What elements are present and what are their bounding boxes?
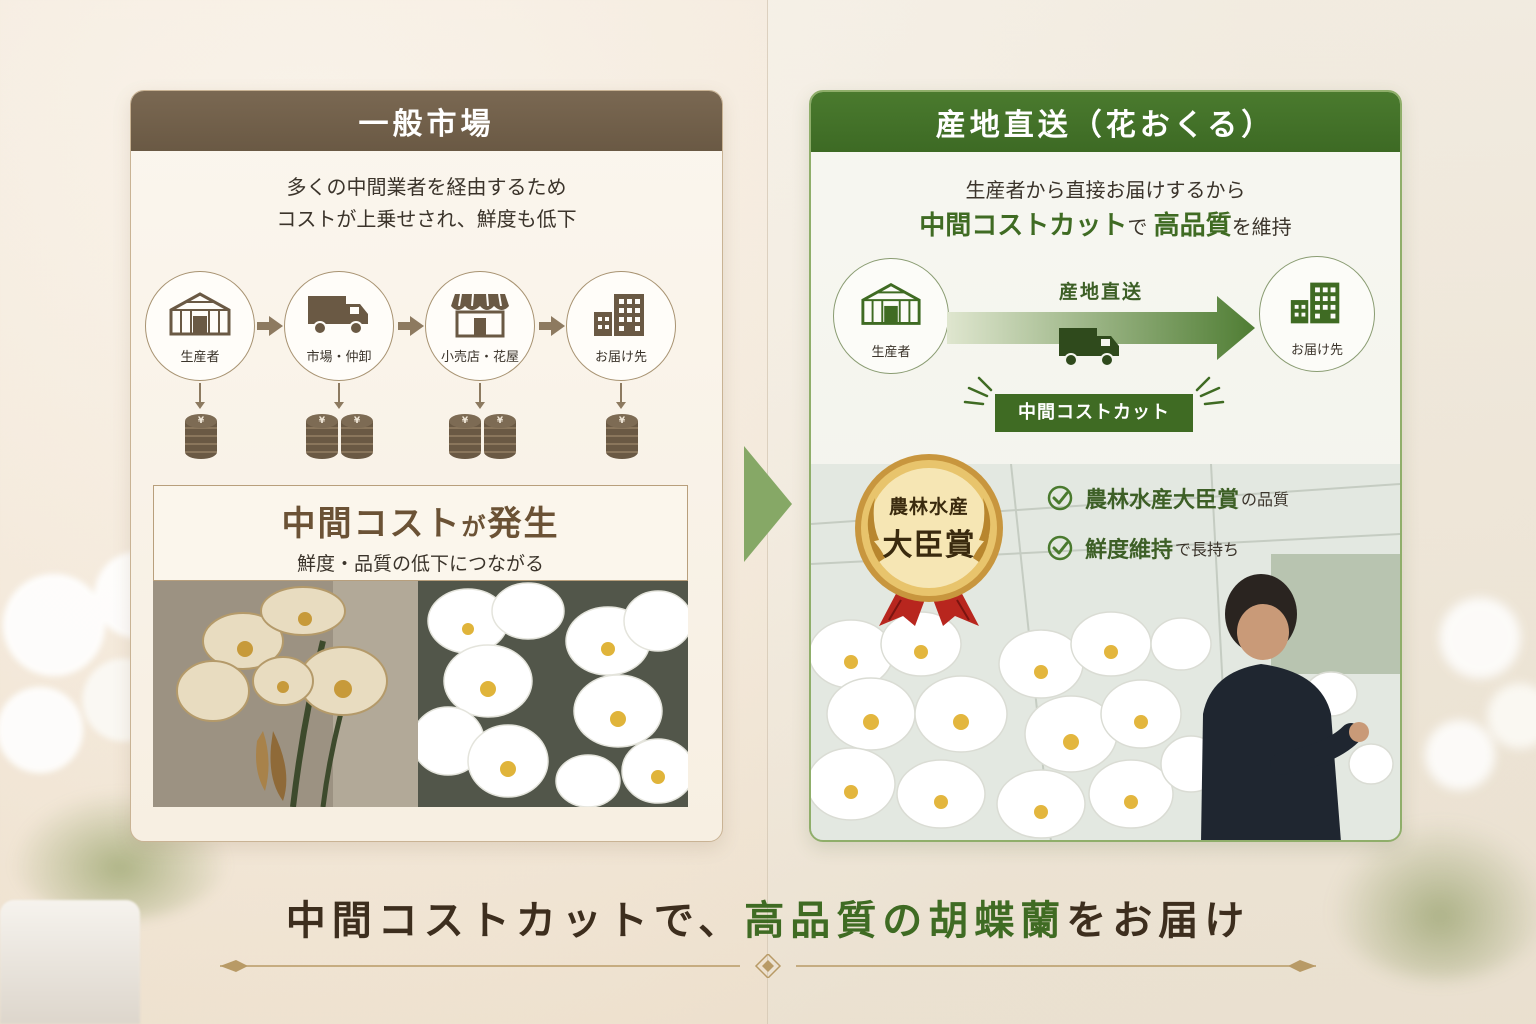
- greenhouse-icon: [169, 292, 231, 336]
- direct-shipping-intro-line2: 中間コストカットで 高品質を維持: [811, 210, 1400, 243]
- sparkle-lines-icon: [963, 376, 1225, 406]
- background-pot-left: [0, 900, 140, 1024]
- greenhouse-icon: [861, 282, 921, 325]
- coin-stack-icon: ¥: [341, 414, 373, 462]
- wilted-orchid-photo: [153, 581, 418, 807]
- check-award-main: 農林水産大臣賞: [1085, 488, 1240, 513]
- direct-shipping-label: 産地直送: [1058, 281, 1143, 303]
- general-market-title: 一般市場: [131, 91, 722, 151]
- intermediate-cost-subtitle: 鮮度・品質の低下につながる: [296, 553, 544, 575]
- general-market-intro-line2: コストが上乗せされ、鮮度も低下: [276, 207, 577, 231]
- cost-title-end: 発生: [487, 504, 560, 544]
- flow-node-retailer-label: 小売店・花屋: [440, 350, 519, 365]
- check-award-small: の品質: [1241, 490, 1290, 509]
- direct-shipping-intro-line1: 生産者から直接お届けするから: [965, 178, 1246, 202]
- direct-shipping-arrow-icon: [947, 296, 1255, 360]
- flow-node-producer-label: 生産者: [180, 350, 220, 365]
- flow-node-market-label: 市場・仲卸: [306, 350, 372, 365]
- cost-title-particle: が: [461, 513, 488, 541]
- direct-shipping-panel: 産地直送（花おくる） 生産者から直接お届けするから 中間コストカットで 高品質を…: [809, 90, 1402, 842]
- cost-title-main: 中間コスト: [281, 504, 462, 544]
- slogan-part3: をお届け: [1066, 897, 1251, 944]
- direct-shipping-title: 産地直送（花おくる）: [811, 92, 1400, 152]
- direct-shipping-intro: 生産者から直接お届けするから 中間コストカットで 高品質を維持: [811, 174, 1400, 243]
- intro-strong-quality: 高品質: [1153, 211, 1232, 241]
- general-market-panel: 一般市場 多くの中間業者を経由するため コストが上乗せされ、鮮度も低下 生産者 …: [130, 90, 723, 842]
- cost-down-arrow-2: [335, 383, 343, 409]
- cost-down-arrow-3: [476, 383, 484, 409]
- check-item-freshness: 鮮度維持で長持ち: [1047, 532, 1239, 564]
- flow-node-destination: お届け先: [566, 271, 676, 381]
- slogan-part1: 中間コストカットで、: [285, 897, 745, 944]
- building-icon: [594, 294, 644, 336]
- coin-stack-icon: ¥: [185, 414, 217, 462]
- check-item-award: 農林水産大臣賞の品質: [1047, 482, 1289, 514]
- fresh-orchid-photo: [418, 581, 688, 807]
- background-foliage-right: [1330, 820, 1536, 980]
- flow-node-destination-label: お届け先: [594, 350, 647, 365]
- cost-down-arrow-4: [617, 383, 625, 409]
- direct-node-destination: お届け先: [1259, 256, 1375, 372]
- building-icon: [1290, 282, 1340, 324]
- flow-arrow-1: [257, 316, 283, 336]
- direct-node-producer-label: 生産者: [871, 345, 911, 360]
- flow-arrow-3: [539, 316, 565, 336]
- footer-ornament-divider: [220, 954, 1316, 978]
- coin-stack-icon: ¥: [306, 414, 338, 462]
- intermediate-cost-title: 中間コストが発生: [154, 496, 687, 545]
- award-medal: 農林水産 大臣賞: [841, 450, 1017, 626]
- cost-cut-badge: 中間コストカット: [995, 394, 1193, 432]
- check-circle-icon: [1047, 485, 1073, 511]
- direct-node-destination-label: お届け先: [1290, 343, 1343, 358]
- comparison-arrow-icon: [744, 446, 792, 562]
- flow-node-producer: 生産者: [145, 271, 255, 381]
- intro-particle: で: [1127, 215, 1148, 239]
- medal-text-line2: 大臣賞: [882, 528, 976, 563]
- slogan-part2: 高品質の胡蝶蘭: [744, 897, 1067, 944]
- award-medal-icon: [855, 454, 1003, 626]
- flow-node-market: 市場・仲卸: [284, 271, 394, 381]
- general-market-intro-line1: 多くの中間業者を経由するため: [286, 175, 567, 199]
- footer-slogan: 中間コストカットで、高品質の胡蝶蘭をお届け: [0, 888, 1536, 946]
- intermediate-cost-box: 中間コストが発生 鮮度・品質の低下につながる: [153, 485, 688, 581]
- truck-icon: [308, 296, 368, 335]
- medal-text-line1: 農林水産: [888, 496, 969, 518]
- coin-stack-icon: ¥: [606, 414, 638, 462]
- storefront-icon: [451, 293, 509, 338]
- coin-stack-icon: ¥: [449, 414, 481, 462]
- check-freshness-small: で長持ち: [1175, 540, 1240, 559]
- cost-down-arrow-1: [196, 383, 204, 409]
- worker-figure: [1201, 574, 1369, 840]
- direct-node-producer: 生産者: [833, 258, 949, 374]
- general-market-intro: 多くの中間業者を経由するため コストが上乗せされ、鮮度も低下: [131, 171, 722, 235]
- flow-node-retailer: 小売店・花屋: [425, 271, 535, 381]
- flow-arrow-2: [398, 316, 424, 336]
- check-freshness-main: 鮮度維持: [1085, 538, 1174, 563]
- intro-end: を維持: [1231, 215, 1292, 239]
- truck-icon: [1059, 328, 1119, 367]
- intro-strong-cost-cut: 中間コストカット: [919, 211, 1128, 241]
- coin-stack-icon: ¥: [484, 414, 516, 462]
- check-circle-icon: [1047, 535, 1073, 561]
